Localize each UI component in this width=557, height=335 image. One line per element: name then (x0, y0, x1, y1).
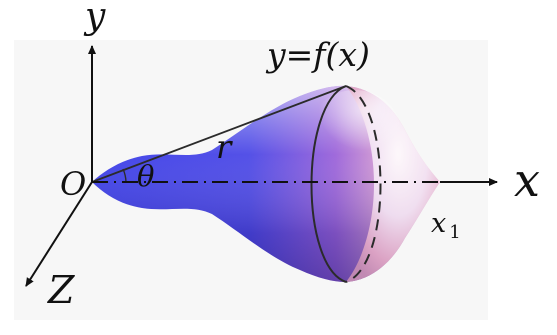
z-axis-label: Z (47, 268, 75, 312)
cross-section-front (310, 85, 347, 283)
surface-highlight (310, 90, 400, 170)
theta-label: θ (137, 159, 154, 193)
cross-section-back (345, 85, 382, 283)
axes (25, 45, 498, 287)
function-label: y=f(x) (265, 35, 370, 74)
origin-label: O (60, 165, 86, 203)
revolution-surface (92, 85, 440, 283)
x1-label-subscript: 1 (449, 222, 460, 243)
x-axis-label: x (514, 153, 540, 207)
y-axis-label: y (83, 0, 106, 37)
radius-label: r (216, 128, 233, 166)
z-axis (25, 181, 93, 287)
cross-section-ellipse (310, 85, 382, 283)
x1-label-main: x (431, 208, 446, 239)
radius-line (91, 85, 347, 183)
